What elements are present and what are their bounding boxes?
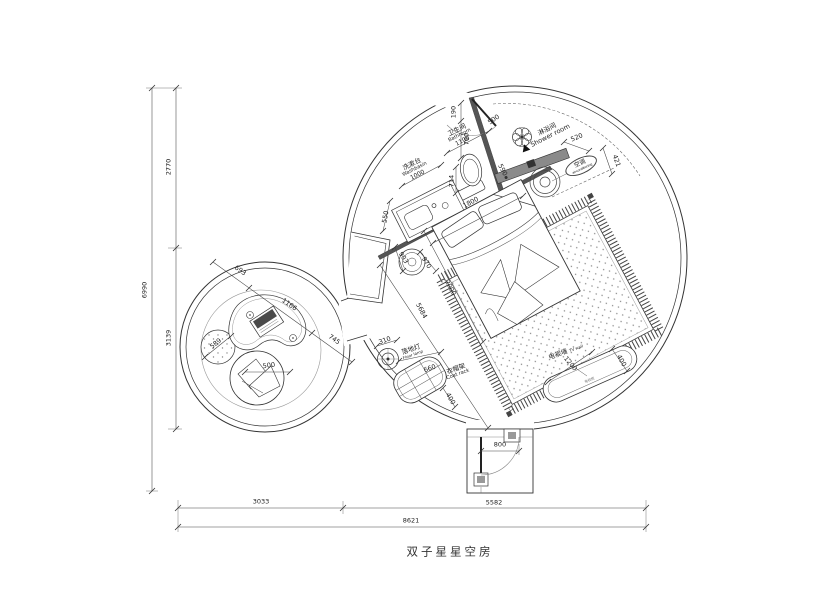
bed <box>431 179 581 339</box>
drawing-title: 双子星星空房 <box>406 544 494 559</box>
dim-6990: 6990 <box>140 281 149 299</box>
entrance-door <box>466 428 534 494</box>
laptop-icon <box>249 305 285 338</box>
tv-cabinet <box>542 345 638 403</box>
stool <box>200 329 236 365</box>
toilet <box>454 153 486 202</box>
dim-800: 800 <box>493 440 507 449</box>
bathroom-door <box>446 98 497 136</box>
lounge-chair <box>229 350 285 406</box>
dim-2770: 2770 <box>164 158 173 176</box>
dim-5582: 5582 <box>485 498 503 507</box>
dim-3033: 3033 <box>252 497 270 506</box>
floor-lamp-icon <box>377 348 399 370</box>
tv-leader-line <box>573 366 588 377</box>
ac-unit-icon <box>529 166 567 198</box>
shower-area <box>492 103 641 198</box>
dim-190: 190 <box>449 105 458 119</box>
dimension-ticks <box>148 84 650 531</box>
corridor-walls <box>340 231 391 342</box>
dimension-lines <box>146 84 650 532</box>
coat-rack <box>393 356 447 404</box>
dim-700: 700 <box>462 132 471 146</box>
dim-8621: 8621 <box>402 516 420 525</box>
washbasin-counter <box>391 179 469 243</box>
dim-714: 714 <box>447 174 456 188</box>
shower-bench <box>494 144 570 185</box>
bedside-table <box>398 248 426 276</box>
dim-3139: 3139 <box>164 329 173 347</box>
wall-openings <box>338 86 534 435</box>
kidney-desk <box>228 294 307 351</box>
